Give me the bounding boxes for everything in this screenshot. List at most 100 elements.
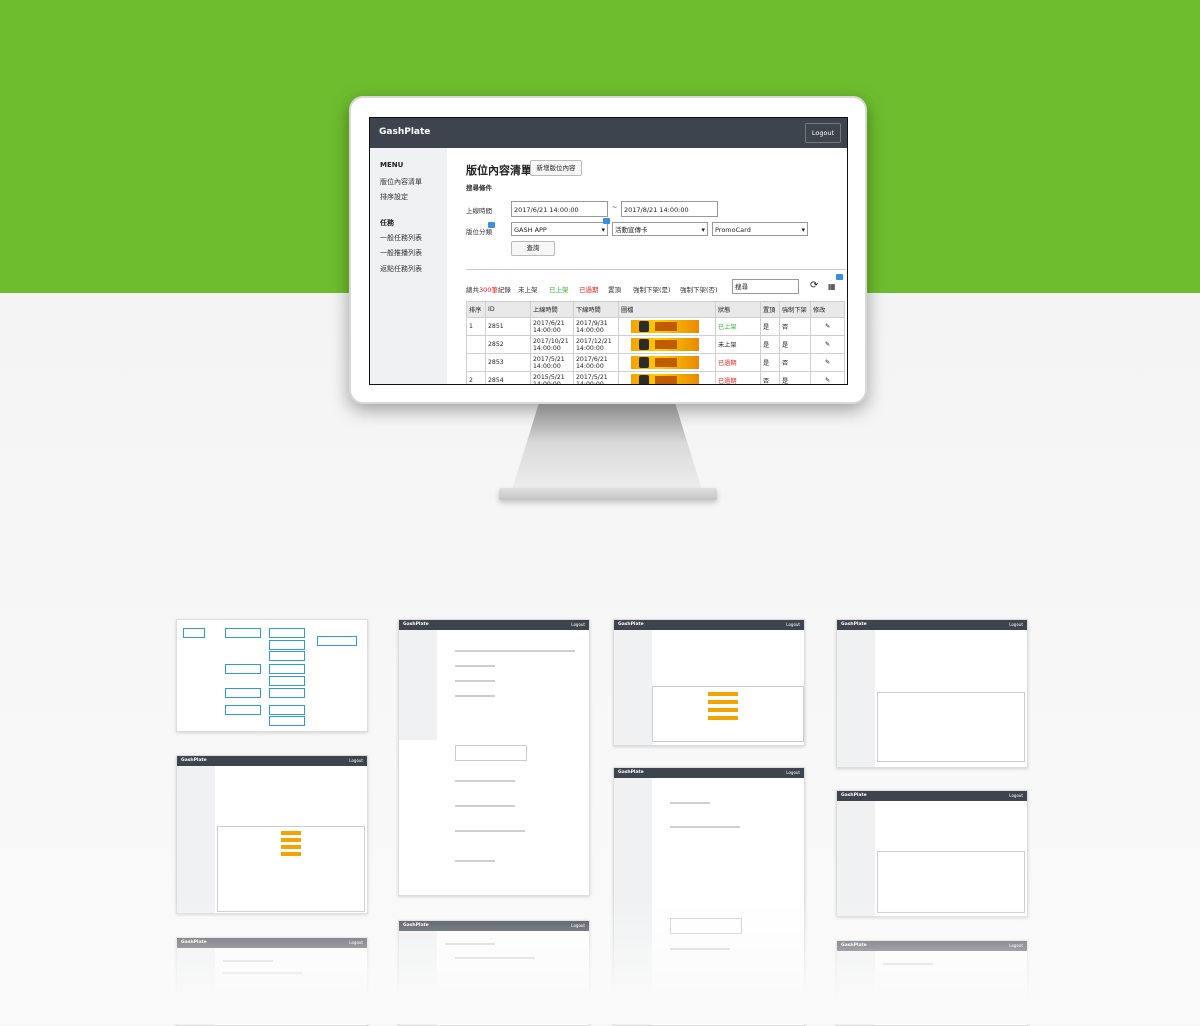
mini-logout: Logout bbox=[1009, 793, 1023, 798]
mini-navbar: GashPlate Logout bbox=[177, 756, 367, 766]
info-badge-icon bbox=[836, 274, 843, 280]
mini-line bbox=[455, 680, 495, 682]
mini-banner bbox=[708, 700, 738, 704]
filter-pinned[interactable]: 置頂 bbox=[608, 286, 621, 294]
mini-banner bbox=[708, 692, 738, 696]
diagram-node bbox=[269, 688, 305, 698]
mini-line bbox=[670, 802, 710, 804]
mini-logout: Logout bbox=[786, 770, 800, 775]
sidebar-item-push-list[interactable]: 一般推播列表 bbox=[380, 249, 422, 257]
date-to-input[interactable]: 2017/8/21 14:00:00 bbox=[621, 201, 718, 217]
brand-logo: GashPlate bbox=[379, 127, 431, 137]
banner-thumbnail[interactable] bbox=[631, 356, 699, 369]
filter-forced-no[interactable]: 強制下架(否) bbox=[680, 286, 718, 294]
cell-forced: 否 bbox=[779, 353, 811, 372]
col-id[interactable]: ID bbox=[485, 301, 531, 318]
banner-thumbnail[interactable] bbox=[631, 338, 699, 351]
filter-unpublished[interactable]: 未上架 bbox=[518, 286, 538, 294]
filter-published[interactable]: 已上架 bbox=[549, 286, 569, 294]
date-from-input[interactable]: 2017/6/21 14:00:00 bbox=[511, 201, 608, 217]
mini-line bbox=[455, 695, 495, 697]
table-row[interactable]: 2853 2017/5/21 14:00:00 2017/6/21 14:00:… bbox=[466, 353, 845, 372]
record-count: 總共300筆紀錄 bbox=[466, 284, 511, 294]
cell-id: 2851 bbox=[485, 317, 531, 336]
edit-icon[interactable]: ✎ bbox=[810, 353, 845, 372]
sidebar-item-rebate-tasks[interactable]: 返點任務列表 bbox=[380, 265, 422, 273]
columns-icon[interactable]: ▦ bbox=[828, 282, 836, 291]
col-status[interactable]: 狀態 bbox=[715, 301, 761, 318]
mini-logout: Logout bbox=[349, 758, 363, 763]
mini-brand: GashPlate bbox=[618, 622, 644, 627]
mini-line bbox=[670, 826, 740, 828]
add-content-button[interactable]: 新增版位內容 bbox=[530, 160, 582, 176]
sidebar-task-heading: 任務 bbox=[380, 219, 394, 227]
mini-banner bbox=[281, 845, 301, 849]
cell-id: 2853 bbox=[485, 353, 531, 372]
cell-pin: 否 bbox=[760, 371, 780, 384]
filter-forced-yes[interactable]: 強制下架(是) bbox=[633, 286, 671, 294]
category-select-1[interactable]: GASH APP bbox=[511, 222, 608, 237]
refresh-icon[interactable]: ⟳ bbox=[810, 280, 819, 291]
mini-line bbox=[455, 780, 515, 782]
diagram-node bbox=[269, 628, 305, 638]
mini-navbar: GashPlate Logout bbox=[837, 791, 1027, 801]
cell-id: 2852 bbox=[485, 335, 531, 354]
col-pin[interactable]: 置頂 bbox=[760, 301, 780, 318]
sidebar-item-general-tasks[interactable]: 一般任務列表 bbox=[380, 234, 422, 242]
mini-brand: GashPlate bbox=[841, 793, 867, 798]
search-input[interactable]: 搜尋 bbox=[732, 279, 799, 294]
mini-banner bbox=[281, 838, 301, 842]
cell-image bbox=[618, 371, 716, 384]
banner-thumbnail[interactable] bbox=[631, 320, 699, 333]
table-row[interactable]: 2 2854 2015/5/21 14:00:00 2017/5/21 14:0… bbox=[466, 371, 845, 384]
cell-online: 2017/5/21 14:00:00 bbox=[530, 353, 574, 372]
mini-line bbox=[455, 860, 495, 862]
col-online[interactable]: 上線時間 bbox=[530, 301, 574, 318]
cell-forced: 否 bbox=[779, 317, 811, 336]
mini-line bbox=[455, 830, 525, 832]
filter-expired[interactable]: 已過期 bbox=[579, 286, 599, 294]
mini-navbar: GashPlate Logout bbox=[614, 768, 804, 778]
logout-button[interactable]: Logout bbox=[805, 123, 841, 143]
thumbnail-sitemap bbox=[176, 619, 368, 732]
monitor-stand bbox=[512, 404, 702, 490]
mini-table bbox=[877, 692, 1025, 762]
cell-status: 未上架 bbox=[715, 335, 761, 354]
diagram-node bbox=[225, 705, 261, 715]
cell-status: 已過期 bbox=[715, 353, 761, 372]
info-badge-icon bbox=[603, 218, 610, 224]
banner-thumbnail[interactable] bbox=[631, 374, 699, 384]
mini-brand: GashPlate bbox=[181, 758, 207, 763]
table-row[interactable]: 1 2851 2017/6/21 14:00:00 2017/9/31 14:0… bbox=[466, 317, 845, 336]
mini-banner bbox=[708, 708, 738, 712]
mini-sidebar bbox=[177, 766, 215, 913]
mini-brand: GashPlate bbox=[403, 622, 429, 627]
mini-logout: Logout bbox=[571, 622, 585, 627]
category-select-3[interactable]: PromoCard bbox=[712, 222, 808, 237]
edit-icon[interactable]: ✎ bbox=[810, 317, 845, 336]
query-button[interactable]: 查詢 bbox=[511, 241, 555, 256]
mini-line bbox=[455, 805, 515, 807]
edit-icon[interactable]: ✎ bbox=[810, 335, 845, 354]
sidebar: MENU 版位內容清單 排序設定 任務 一般任務列表 一般推播列表 返點任務列表 bbox=[370, 148, 447, 384]
diagram-node bbox=[225, 664, 261, 674]
sidebar-item-sort-settings[interactable]: 排序設定 bbox=[380, 193, 408, 201]
diagram-node bbox=[269, 651, 305, 661]
cell-offline: 2017/9/31 14:00:00 bbox=[573, 317, 619, 336]
online-time-label: 上線時間 bbox=[466, 207, 492, 215]
cell-offline: 2017/5/21 14:00:00 bbox=[573, 371, 619, 384]
mini-brand: GashPlate bbox=[618, 770, 644, 775]
cell-order: 2 bbox=[466, 371, 486, 384]
col-order[interactable]: 排序 bbox=[466, 301, 486, 318]
sidebar-item-content-list[interactable]: 版位內容清單 bbox=[380, 178, 422, 186]
diagram-node bbox=[225, 628, 261, 638]
edit-icon[interactable]: ✎ bbox=[810, 371, 845, 384]
category-select-2[interactable]: 活動宣傳卡 bbox=[612, 222, 708, 237]
cell-online: 2017/10/21 14:00:00 bbox=[530, 335, 574, 354]
monitor-base bbox=[499, 488, 717, 500]
col-offline[interactable]: 下線時間 bbox=[573, 301, 619, 318]
content-table: 排序 ID 上線時間 下線時間 圖檔 狀態 置頂 強制下架 修改 1 2851 … bbox=[466, 301, 845, 384]
table-row[interactable]: 2852 2017/10/21 14:00:00 2017/12/21 14:0… bbox=[466, 335, 845, 354]
col-forced[interactable]: 強制下架 bbox=[779, 301, 811, 318]
